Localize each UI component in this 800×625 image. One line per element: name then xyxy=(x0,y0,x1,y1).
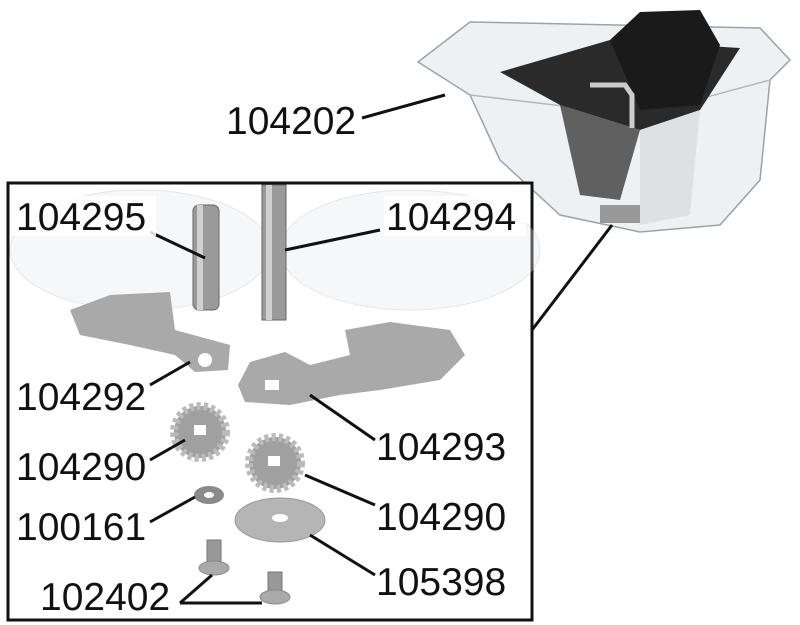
tank-assembly xyxy=(416,10,792,233)
label-washer-small: 100161 xyxy=(16,506,146,549)
plate-104292 xyxy=(70,292,230,372)
pin-104295 xyxy=(192,204,220,311)
washer-100161 xyxy=(194,486,224,504)
label-gear-left: 104290 xyxy=(16,446,146,489)
label-washer-large: 105398 xyxy=(376,561,506,604)
gear-104290-right xyxy=(245,433,305,493)
label-pin-left: 104295 xyxy=(16,196,146,239)
gear-104290-left xyxy=(170,402,230,462)
washer-105398 xyxy=(234,497,326,543)
label-plate-right: 104293 xyxy=(376,426,506,469)
label-gear-right: 104290 xyxy=(376,496,506,539)
leader-lines xyxy=(149,93,446,605)
label-pin-right: 104294 xyxy=(386,196,516,239)
plate-104293 xyxy=(238,322,465,405)
screw-102402-a xyxy=(198,539,230,576)
label-screws: 102402 xyxy=(40,576,170,619)
inset-leader-line xyxy=(530,224,614,331)
screw-102402-b xyxy=(259,571,291,605)
label-tank: 104202 xyxy=(226,100,356,143)
pin-104294 xyxy=(261,184,287,321)
label-plate-left: 104292 xyxy=(16,376,146,419)
